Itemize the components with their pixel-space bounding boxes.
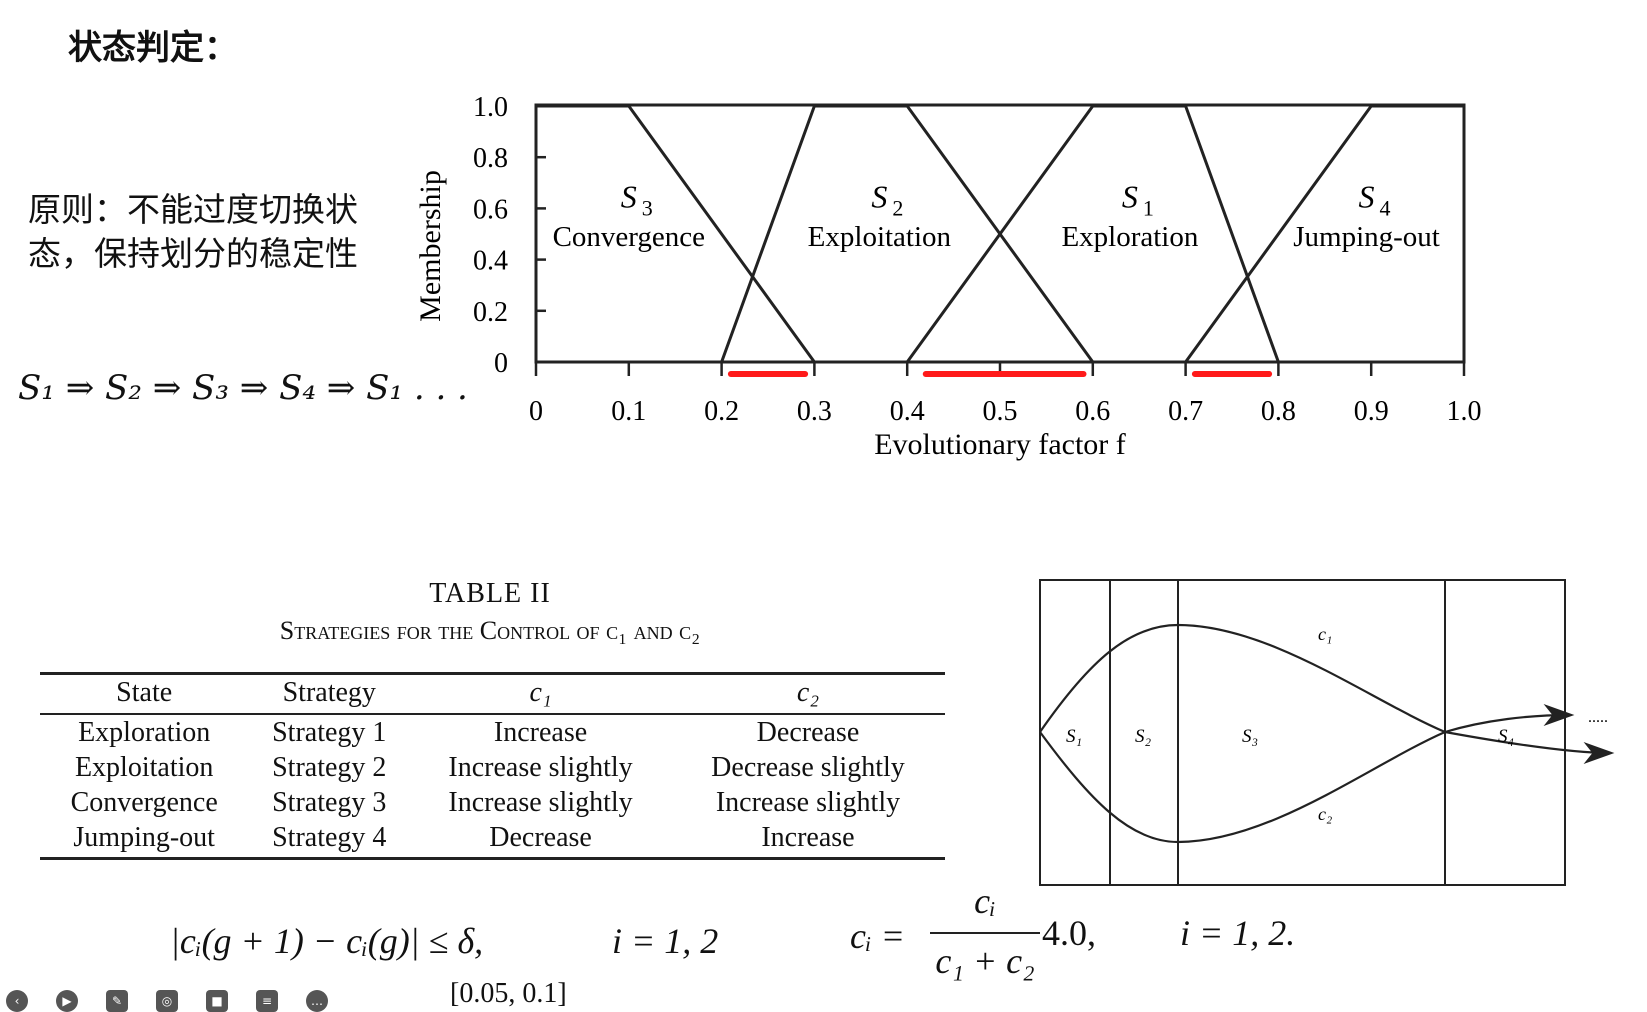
x-tick-label: 0.9 (1354, 396, 1389, 427)
table-caption: TABLE II Strategies for the Control of c… (30, 578, 950, 646)
x-tick-label: 0.7 (1168, 396, 1203, 427)
x-tick-label: 0 (529, 396, 543, 427)
region-name: Jumping-out (1293, 221, 1440, 253)
continuation-ellipsis: ..... (1588, 709, 1608, 726)
cell-c2: Decrease (756, 717, 860, 748)
previous-icon[interactable]: ‹ (6, 990, 28, 1012)
table-header-row: State Strategy c₁ c₂ (40, 672, 945, 715)
y-tick-label: 0.6 (473, 194, 508, 225)
strategy-table: State Strategy c₁ c₂ Exploration Strateg… (40, 672, 945, 860)
camera-icon[interactable]: ■ (206, 990, 228, 1012)
x-tick-label: 0.3 (797, 396, 832, 427)
cell-c2: Decrease slightly (711, 752, 905, 783)
header-state: State (40, 672, 249, 715)
table-title: TABLE II (429, 578, 551, 609)
x-tick-label: 0.8 (1261, 396, 1296, 427)
c2-curve (1039, 730, 1615, 844)
cell-c1: Decrease (410, 820, 671, 860)
state-sequence: S₁ ⇒ S₂ ⇒ S₃ ⇒ S₄ ⇒ S₁ . . . (18, 368, 468, 408)
c1-c2-diagram: c₁ c₂ S₁ S₂ S₃ S₄ ..... (1039, 579, 1615, 886)
region-symbol: S (1359, 178, 1375, 214)
equation-delta-index: i = 1, 2 (612, 921, 719, 961)
notes-icon[interactable]: ≡ (256, 990, 278, 1012)
x-tick-label: 0.1 (611, 396, 646, 427)
more-icon[interactable]: … (306, 990, 328, 1012)
cell-c2: Increase slightly (715, 787, 901, 818)
y-tick-label: 0.2 (473, 297, 508, 328)
cell-state: Convergence (70, 787, 218, 818)
x-tick-label: 0.4 (890, 396, 925, 427)
x-tick-label: 0.2 (704, 396, 739, 427)
table-subtitle: Strategies for the Control of c₁ and c₂ (279, 616, 701, 645)
cell-strategy: Strategy 3 (272, 787, 387, 818)
region-subscript: 1 (1143, 195, 1154, 220)
c2-label: c₂ (1318, 804, 1332, 824)
cell-c1: Increase slightly (448, 752, 633, 783)
cell-strategy: Strategy 1 (272, 717, 387, 748)
equation-normalize-lhs: cᵢ = (850, 916, 905, 956)
y-tick-label: 0.4 (473, 246, 508, 277)
equation-denominator: c₁ + c₂ (935, 941, 1035, 981)
cell-c2: Increase (670, 820, 945, 860)
c1-label: c₁ (1318, 624, 1332, 644)
delta-range: [0.05, 0.1] (450, 978, 567, 1009)
principle-note: 原则：不能过度切换状态，保持划分的稳定性 (28, 190, 358, 273)
region-symbol: S (871, 178, 887, 214)
region-name: Exploitation (808, 221, 952, 253)
header-c1: c₁ (410, 672, 671, 715)
region-label-s4: S₄ (1498, 726, 1514, 747)
region-name: Convergence (553, 221, 705, 253)
equation-constant: 4.0, (1042, 913, 1096, 953)
cell-c1: Increase slightly (448, 787, 633, 818)
region-subscript: 3 (642, 195, 653, 220)
table-row: Exploration Strategy 1 Increase Decrease (40, 714, 945, 750)
table-row: Convergence Strategy 3 Increase slightly… (40, 785, 945, 820)
page-title: 状态判定： (68, 28, 238, 68)
y-tick-label: 1.0 (473, 92, 508, 123)
region-symbol: S (1122, 178, 1138, 214)
membership-chart: 0 0.2 0.4 0.6 0.8 1.0 0 0.1 0.2 0.3 0.4 0.5 0.6 0.7 0.… (414, 92, 1482, 461)
x-axis-label: Evolutionary factor f (874, 428, 1126, 461)
c1-curve (1039, 623, 1575, 734)
membership-line-3 (905, 104, 1280, 363)
x-tick-label: 1.0 (1447, 396, 1482, 427)
region-subscript: 2 (892, 195, 903, 220)
region-symbol: S (621, 178, 637, 214)
diagram-frame (1039, 579, 1566, 886)
play-icon[interactable]: ▶ (56, 990, 78, 1012)
region-label-s2: S₂ (1135, 726, 1152, 747)
y-tick-label: 0.8 (473, 143, 508, 174)
region-label-s1: S₁ (1066, 726, 1082, 747)
cell-strategy: Strategy 4 (248, 820, 411, 860)
cell-state: Jumping-out (40, 820, 249, 860)
equation-normalize-index: i = 1, 2. (1180, 913, 1296, 953)
equation-delta: |cᵢ(g + 1) − cᵢ(g)| ≤ δ, (170, 921, 484, 961)
viewer-toolbar: ‹ ▶ ✎ ◎ ■ ≡ … (0, 990, 328, 1012)
table-row: Jumping-out Strategy 4 Decrease Increase (40, 820, 945, 860)
pen-icon[interactable]: ✎ (106, 990, 128, 1012)
region-subscript: 4 (1380, 195, 1391, 220)
cell-c1: Increase (493, 717, 588, 748)
cell-strategy: Strategy 2 (272, 752, 387, 783)
table-row: Exploitation Strategy 2 Increase slightl… (40, 750, 945, 785)
cell-state: Exploitation (74, 752, 214, 783)
equation-numerator: cᵢ (974, 881, 996, 921)
region-label-s3: S₃ (1242, 726, 1258, 747)
screenshot-icon[interactable]: ◎ (156, 990, 178, 1012)
header-c2: c₂ (670, 672, 945, 715)
y-tick-label: 0 (494, 348, 508, 379)
header-strategy: Strategy (248, 672, 411, 715)
x-tick-label: 0.6 (1075, 396, 1110, 427)
membership-line-4 (1184, 104, 1464, 363)
region-name: Exploration (1061, 221, 1198, 253)
fraction-bar (930, 932, 1040, 934)
x-tick-label: 0.5 (983, 396, 1018, 427)
cell-state: Exploration (78, 717, 211, 748)
y-axis-label: Membership (414, 170, 447, 322)
